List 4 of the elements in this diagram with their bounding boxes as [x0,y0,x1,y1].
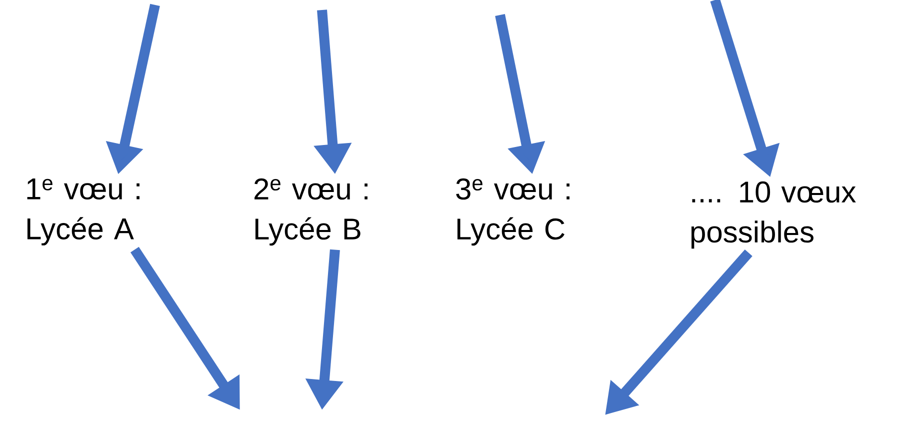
text-label: 3$^{e}$ vœu : Lycée C [456,178,570,246]
text-label: 1$^{e}$ vœu : Lycée A [27,178,140,246]
text-label: .... 10 vœux possibles [691,181,856,249]
text-label: 2$^{e}$ vœu : Lycée B [254,178,368,246]
